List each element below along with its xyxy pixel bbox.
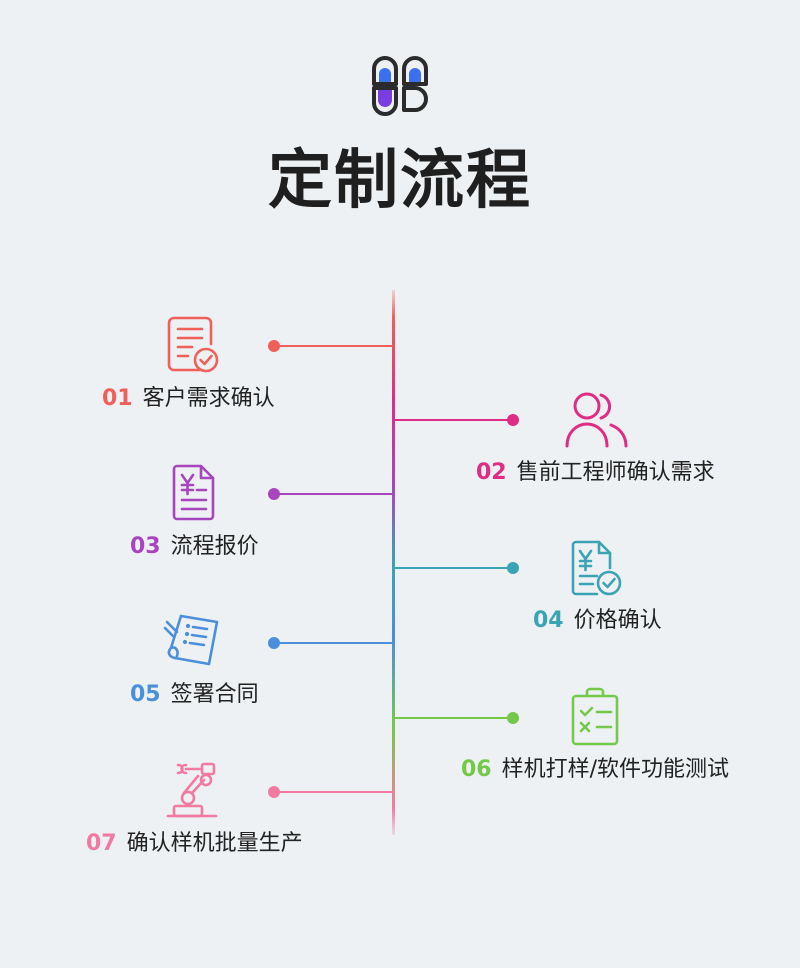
step-01-label: 01 客户需求确认 — [102, 385, 275, 413]
yuan-document-check-icon — [571, 540, 622, 596]
step-03-text: 流程报价 — [170, 534, 259, 559]
users-icon — [565, 392, 628, 448]
clipboard-checklist-icon — [571, 687, 619, 746]
robot-arm-icon — [166, 762, 218, 818]
step-07-text: 确认样机批量生产 — [126, 831, 303, 856]
node-06 — [507, 712, 519, 724]
node-03 — [268, 488, 280, 500]
step-06-label: 06 样机打样/软件功能测试 — [461, 756, 729, 784]
step-04-label: 04 价格确认 — [533, 607, 662, 635]
step-03-label: 03 流程报价 — [130, 533, 259, 561]
step-01-text: 客户需求确认 — [142, 386, 275, 411]
node-02 — [507, 414, 519, 426]
node-04 — [507, 562, 519, 574]
node-05 — [268, 637, 280, 649]
timeline-spine — [392, 290, 395, 835]
step-02-text: 售前工程师确认需求 — [516, 460, 715, 485]
step-07-label: 07 确认样机批量生产 — [86, 830, 303, 858]
step-06-text: 样机打样/软件功能测试 — [501, 757, 730, 782]
step-01-number: 01 — [102, 386, 133, 411]
step-02-number: 02 — [476, 460, 507, 485]
step-06-number: 06 — [461, 757, 492, 782]
brand-logo-icon — [372, 56, 428, 116]
step-05-text: 签署合同 — [170, 682, 259, 707]
node-01 — [268, 340, 280, 352]
node-07 — [268, 786, 280, 798]
step-03-number: 03 — [130, 534, 161, 559]
step-07-number: 07 — [86, 831, 117, 856]
page-title: 定制流程 — [268, 144, 532, 218]
step-02-label: 02 售前工程师确认需求 — [476, 459, 715, 487]
step-04-text: 价格确认 — [573, 608, 662, 633]
step-05-label: 05 签署合同 — [130, 681, 259, 709]
step-05-number: 05 — [130, 682, 161, 707]
step-04-number: 04 — [533, 608, 564, 633]
document-check-icon — [167, 316, 219, 373]
yuan-document-icon — [172, 464, 215, 521]
contract-icon — [163, 614, 219, 666]
